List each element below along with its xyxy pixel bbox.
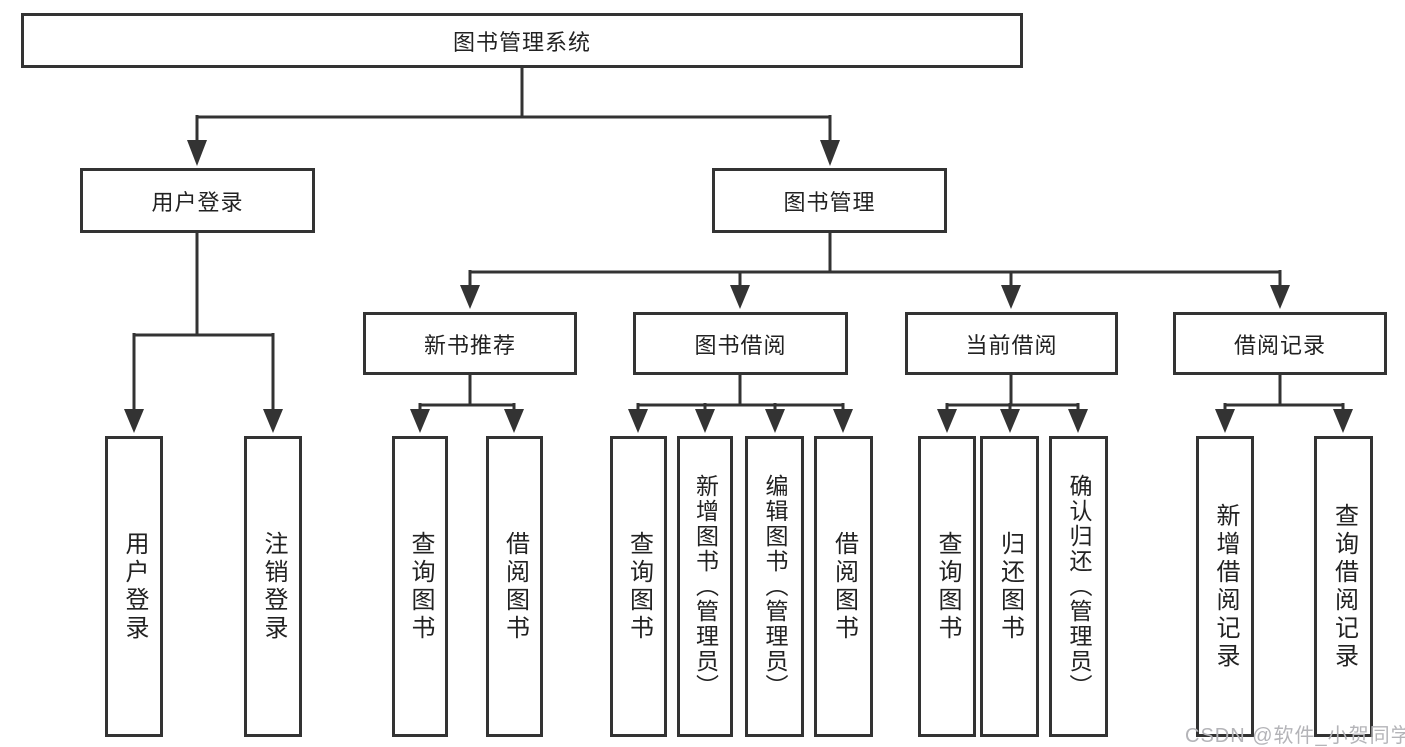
leaf-confirm-return-admin: 确认归还（管理员）	[1049, 436, 1108, 737]
node-book-borrowing: 图书借阅	[633, 312, 848, 375]
leaf-add-books-admin: 新增图书（管理员）	[677, 436, 733, 737]
leaf-borrow-books-recommend: 借阅图书	[486, 436, 543, 737]
leaf-logout: 注销登录	[244, 436, 302, 737]
node-user-login: 用户登录	[80, 168, 315, 233]
node-current-borrowing: 当前借阅	[905, 312, 1118, 375]
leaf-user-login: 用户登录	[105, 436, 163, 737]
node-book-management: 图书管理	[712, 168, 947, 233]
leaf-query-books-current: 查询图书	[918, 436, 976, 737]
leaf-edit-books-admin: 编辑图书（管理员）	[745, 436, 804, 737]
leaf-query-books-borrowing: 查询图书	[610, 436, 667, 737]
node-borrowing-records: 借阅记录	[1173, 312, 1387, 375]
leaf-return-books: 归还图书	[980, 436, 1039, 737]
csdn-watermark: CSDN @软件_小贺同学	[1185, 725, 1405, 747]
node-new-book-recommendation: 新书推荐	[363, 312, 577, 375]
node-library-management-system: 图书管理系统	[21, 13, 1023, 68]
leaf-query-books-recommend: 查询图书	[392, 436, 448, 737]
leaf-query-borrow-record: 查询借阅记录	[1314, 436, 1373, 737]
leaf-borrow-books-borrowing: 借阅图书	[814, 436, 873, 737]
leaf-add-borrow-record: 新增借阅记录	[1196, 436, 1254, 737]
